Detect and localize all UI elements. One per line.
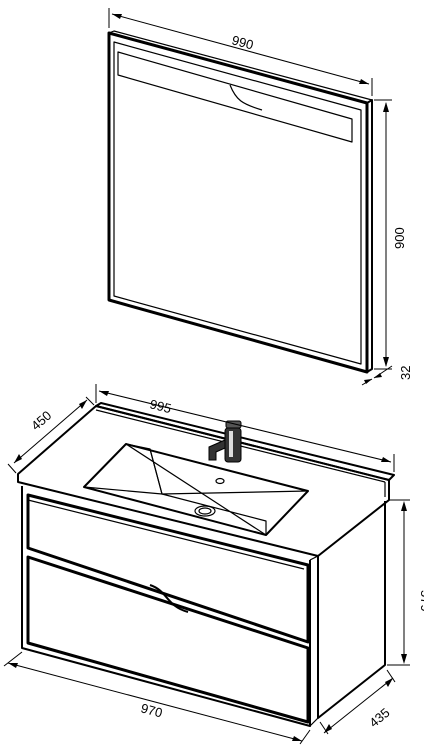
- lower-drawer: [26, 555, 310, 724]
- cabinet-depth-dimension: 435: [319, 669, 396, 735]
- faucet-hole: [215, 477, 225, 485]
- cabinet-height-dimension: 579: [387, 499, 424, 666]
- sink-countertop: [17, 402, 395, 557]
- mirror-height-label: 900: [392, 227, 407, 249]
- sink-width-dimension: 995: [95, 384, 395, 472]
- mirror-depth-label: 32: [398, 366, 413, 380]
- drain: [194, 505, 216, 517]
- cabinet: [21, 486, 386, 727]
- sink-basin: [83, 443, 309, 536]
- mirror-height-dimension: 900: [374, 99, 407, 370]
- mirror: [107, 30, 373, 374]
- sink-depth-label: 450: [28, 408, 54, 434]
- faucet: [208, 420, 242, 463]
- sink-width-label: 995: [148, 396, 173, 416]
- cabinet-width-label: 970: [139, 700, 164, 720]
- cabinet-height-label: 579: [418, 590, 424, 612]
- mirror-light-strip: [117, 51, 353, 143]
- cabinet-depth-label: 435: [366, 705, 392, 730]
- upper-drawer: [26, 493, 310, 644]
- mirror-width-dimension: 990: [108, 8, 373, 96]
- mirror-depth-dimension: 32: [361, 366, 413, 386]
- mirror-width-label: 990: [230, 32, 255, 52]
- cabinet-width-dimension: 970: [3, 651, 311, 745]
- sink-depth-dimension: 450: [7, 396, 95, 474]
